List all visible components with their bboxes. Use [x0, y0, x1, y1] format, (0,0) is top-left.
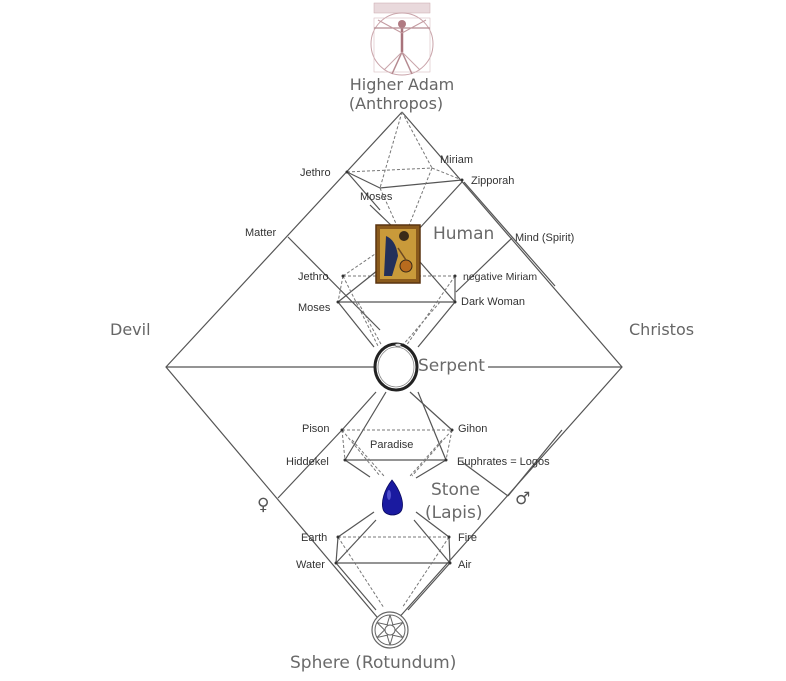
paradise-square [341, 429, 453, 479]
miriam-label: Miriam [440, 154, 473, 166]
venus-symbol: ♀ [257, 495, 269, 515]
paradise-label: Paradise [370, 439, 413, 451]
christos-label: Christos [629, 320, 694, 339]
lower-jethro-label: Jethro [298, 271, 329, 283]
serpent-lower-lines [277, 391, 563, 499]
matter-mind-lines [287, 181, 556, 331]
ouroboros-icon [373, 342, 419, 392]
gihon-label: Gihon [458, 423, 487, 435]
node-dots [334, 170, 464, 565]
negative-miriam-label: negative Miriam [463, 271, 537, 283]
euphrates-label: Euphrates = Logos [457, 456, 550, 468]
upper-octahedron [346, 111, 463, 229]
pison-label: Pison [302, 423, 330, 435]
sphere-label: Sphere (Rotundum) [290, 653, 456, 673]
human-icon-painting [375, 224, 421, 284]
lower-moses-label: Moses [298, 302, 331, 314]
anthropos-label: (Anthropos) [349, 94, 443, 113]
human-label: Human [433, 224, 494, 244]
higher-adam-label: Higher Adam [350, 75, 455, 94]
zipporah-label: Zipporah [471, 175, 514, 187]
stone-label: Stone [431, 480, 480, 500]
devil-label: Devil [110, 320, 151, 339]
lapis-label: (Lapis) [425, 503, 483, 523]
vitruvian-man-image [370, 2, 434, 76]
hiddekel-label: Hiddekel [286, 456, 329, 468]
matter-label: Matter [245, 227, 277, 239]
mars-symbol: ♂ [515, 489, 530, 509]
serpent-label: Serpent [418, 356, 485, 376]
water-label: Water [296, 559, 325, 571]
air-label: Air [458, 559, 472, 571]
mind-label: Mind (Spirit) [515, 232, 574, 244]
fire-label: Fire [458, 532, 477, 544]
upper-jethro-label: Jethro [300, 167, 331, 179]
upper-moses-label: Moses [360, 191, 393, 203]
lapis-stone-icon [382, 479, 403, 516]
elements-square [335, 511, 451, 611]
dark-woman-label: Dark Woman [461, 296, 525, 308]
earth-label: Earth [301, 532, 327, 544]
outer-diamond [165, 111, 623, 631]
wheel-icon [371, 611, 409, 649]
